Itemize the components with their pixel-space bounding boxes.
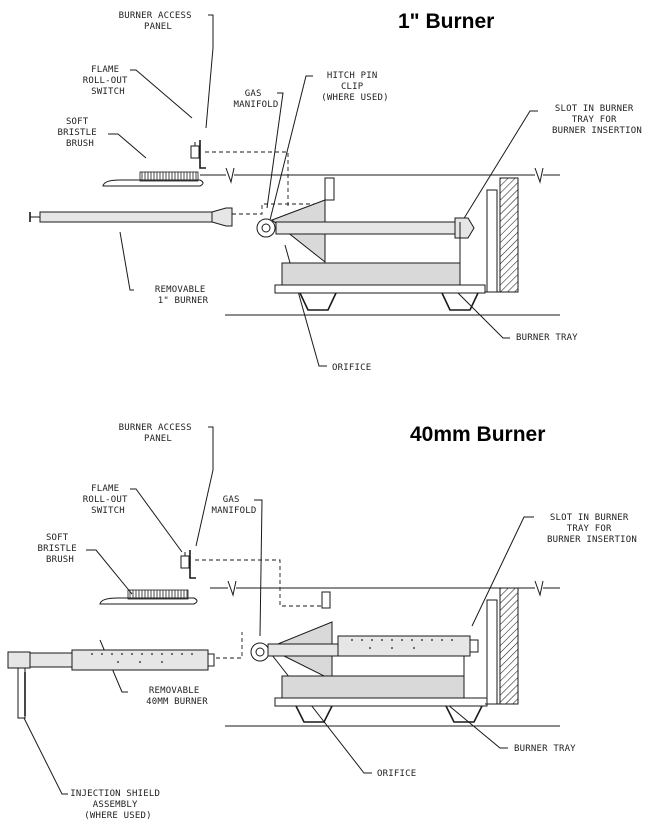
burner-tray [274, 222, 486, 311]
label-hitch-pin-clip: HITCH PIN CLIP (WHERE USED) [321, 71, 388, 103]
leader-removable-burner [119, 231, 134, 291]
label-burner-access-panel: BURNER ACCESS PANEL [119, 11, 198, 32]
label-removable-burner: REMOVABLE 40MM BURNER [146, 686, 208, 707]
dashed-burner-path [216, 632, 243, 659]
diagram-title: 1" Burner [398, 10, 494, 33]
leader-brush [86, 549, 133, 595]
leader-brush [108, 133, 147, 159]
dashed-panel-path [205, 151, 289, 208]
dashed-panel-path [195, 559, 322, 607]
leader-gas-manifold [266, 92, 284, 209]
label-slot-in-burner-tray: SLOT IN BURNER TRAY FOR BURNER INSERTION [552, 104, 642, 136]
installed-burner-tube [267, 635, 479, 657]
label-flame-rollout-switch: FLAME ROLL-OUT SWITCH [83, 484, 134, 516]
label-orifice: ORIFICE [332, 363, 371, 373]
label-soft-bristle-brush: SOFT BRISTLE BRUSH [38, 533, 83, 565]
flame-rollout-switch [190, 140, 206, 169]
leader-injection-shield [23, 717, 68, 795]
diagram-1-inch-burner: 1" Burner BURNER ACCESS PANEL FLAME ROLL… [29, 10, 642, 373]
gas-manifold-assembly [250, 591, 333, 681]
gas-manifold-assembly [256, 177, 335, 264]
diagram-title: 40mm Burner [410, 423, 545, 446]
label-orifice: ORIFICE [377, 769, 416, 779]
cabinet-lines [210, 580, 560, 727]
leader-slot [471, 516, 534, 627]
leader-slot [462, 110, 538, 221]
leader-access-panel [195, 426, 214, 547]
label-burner-access-panel: BURNER ACCESS PANEL [119, 423, 198, 444]
cabinet-back-wall [485, 177, 519, 293]
label-gas-manifold: GAS MANIFOLD [212, 495, 257, 516]
soft-bristle-brush [99, 589, 198, 605]
removable-1-inch-burner [29, 207, 233, 227]
label-burner-tray: BURNER TRAY [514, 744, 576, 754]
label-soft-bristle-brush: SOFT BRISTLE BRUSH [58, 117, 103, 149]
cabinet-lines [200, 167, 560, 316]
soft-bristle-brush [102, 171, 204, 187]
leader-rollout-switch [130, 69, 193, 119]
label-removable-burner: REMOVABLE 1" BURNER [155, 285, 211, 306]
cabinet-back-wall [485, 587, 519, 705]
leader-rollout-switch [130, 488, 183, 553]
label-gas-manifold: GAS MANIFOLD [234, 89, 279, 110]
removable-40mm-burner [7, 649, 215, 671]
label-burner-tray: BURNER TRAY [516, 333, 578, 343]
leader-gas-manifold [254, 499, 263, 637]
diagram-40mm-burner: 40mm Burner BURNER ACCESS PANEL FLAME RO… [7, 423, 637, 821]
label-injection-shield-assembly: INJECTION SHIELD ASSEMBLY (WHERE USED) [70, 789, 166, 821]
leader-access-panel [205, 14, 214, 129]
flame-rollout-switch [180, 550, 196, 579]
leader-burner-tray [429, 689, 508, 749]
label-flame-rollout-switch: FLAME ROLL-OUT SWITCH [83, 65, 134, 97]
label-slot-in-burner-tray: SLOT IN BURNER TRAY FOR BURNER INSERTION [547, 513, 637, 545]
injection-shield-assembly [17, 667, 26, 719]
burner-tray [274, 656, 488, 723]
leader-hitch-pin [269, 75, 313, 221]
